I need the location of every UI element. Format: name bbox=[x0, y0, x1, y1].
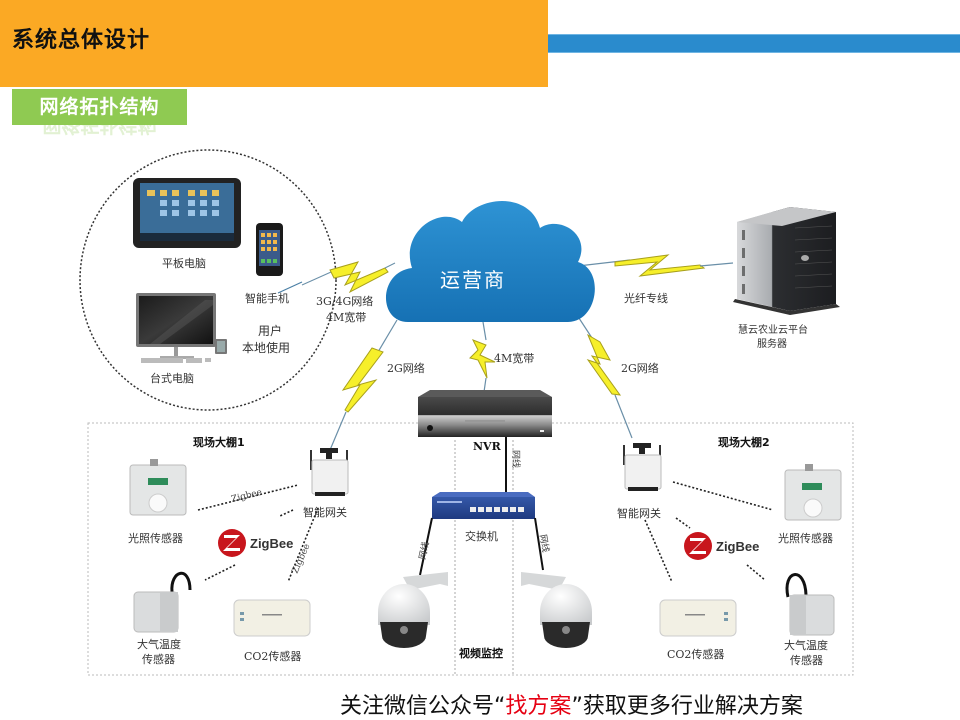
section-title: 网络拓扑结构 bbox=[39, 96, 160, 118]
user-zone-boundary bbox=[79, 149, 337, 411]
zigbee-logo-icon: ZigBee bbox=[218, 529, 293, 557]
co2-sensor1-label: CO2传感器 bbox=[244, 650, 302, 663]
greenhouse2-title: 现场大棚2 bbox=[718, 436, 770, 449]
ptz-camera-icon bbox=[521, 572, 592, 648]
gateway1-label: 智能网关 bbox=[303, 506, 347, 519]
air-temp-sensor1-label-2: 传感器 bbox=[142, 653, 175, 666]
carrier-cloud bbox=[385, 201, 595, 322]
link-label-4m: 4M宽带 bbox=[494, 352, 535, 365]
server-label: 慧云农业云平台 bbox=[738, 325, 808, 336]
video-surveillance-title: 视频监控 bbox=[459, 647, 503, 660]
light-sensor-icon bbox=[784, 464, 842, 521]
footer-promo: 关注微信公众号“找方案”获取更多行业解决方案 bbox=[340, 688, 803, 720]
link-cloud-gateway1 bbox=[329, 319, 398, 451]
link-label-3g4g: 3G/4G网络 bbox=[316, 295, 374, 308]
desktop-label: 台式电脑 bbox=[150, 372, 194, 385]
footer-prefix: 关注微信公众号 bbox=[340, 694, 495, 719]
svg-text:ZigBee: ZigBee bbox=[716, 539, 759, 554]
smartphone-label: 智能手机 bbox=[245, 292, 289, 305]
co2-sensor2-label: CO2传感器 bbox=[667, 648, 725, 661]
network-cable-label: 网线 bbox=[537, 533, 552, 553]
footer-close-quote: ” bbox=[571, 694, 583, 719]
user-zone-caption-2: 本地使用 bbox=[242, 341, 291, 355]
wireless-bolt-icon bbox=[469, 339, 496, 379]
network-cable-label: 网线 bbox=[510, 450, 522, 468]
air-temperature-sensor-icon bbox=[785, 573, 835, 636]
svg-text:ZigBee: ZigBee bbox=[250, 536, 293, 551]
greenhouse1-title: 现场大棚1 bbox=[193, 436, 245, 449]
zigbee-links-greenhouse1 bbox=[197, 484, 319, 583]
smart-gateway-icon bbox=[623, 443, 662, 491]
link-label-2g-right: 2G网络 bbox=[621, 362, 659, 375]
desktop-computer-icon bbox=[136, 293, 227, 363]
footer-suffix: 获取更多行业解决方案 bbox=[582, 694, 803, 719]
wireless-bolt-icon bbox=[614, 254, 706, 277]
zigbee-link-label: Zigbee bbox=[291, 543, 313, 576]
tablet-label: 平板电脑 bbox=[162, 257, 206, 270]
air-temp-sensor1-label: 大气温度 bbox=[137, 638, 181, 651]
carrier-label: 运营商 bbox=[440, 268, 506, 292]
switch-camera2-cable bbox=[534, 517, 544, 571]
footer-open-quote: “ bbox=[494, 694, 506, 719]
zigbee-link-label: Zigbee bbox=[230, 488, 263, 505]
nvr-label: NVR bbox=[473, 440, 501, 453]
page-title: 系统总体设计 bbox=[12, 28, 151, 53]
co2-sensor-icon bbox=[233, 599, 311, 637]
gateway2-label: 智能网关 bbox=[617, 507, 661, 520]
wireless-bolt-icon bbox=[329, 261, 389, 294]
link-label-broadband: 4M宽带 bbox=[326, 311, 367, 324]
ptz-camera-icon bbox=[378, 572, 448, 648]
nvr-device-icon bbox=[418, 390, 552, 437]
footer-highlight: 找方案 bbox=[505, 694, 572, 719]
smartphone-icon bbox=[256, 223, 283, 276]
header-banner bbox=[0, 0, 548, 87]
header-accent-bar bbox=[548, 34, 960, 53]
link-label-2g-left: 2G网络 bbox=[387, 362, 425, 375]
switch-label: 交换机 bbox=[465, 530, 498, 543]
smart-gateway-icon bbox=[310, 448, 349, 496]
tablet-icon bbox=[133, 178, 241, 248]
field-area-boundary bbox=[87, 422, 854, 676]
co2-sensor-icon bbox=[659, 599, 737, 637]
section-tag: 网络拓扑结构 bbox=[12, 89, 187, 125]
zigbee-logo-icon: ZigBee bbox=[684, 532, 759, 560]
user-zone-caption: 用户 bbox=[258, 324, 283, 338]
cloud-server-icon bbox=[733, 207, 840, 315]
switch-camera1-cable bbox=[419, 517, 433, 576]
air-temperature-sensor-icon bbox=[133, 571, 192, 633]
link-user-cloud bbox=[301, 261, 396, 294]
air-temp-sensor2-label-2: 传感器 bbox=[790, 654, 823, 667]
wireless-bolt-icon bbox=[586, 333, 622, 396]
light-sensor-icon bbox=[129, 459, 187, 516]
wireless-bolt-icon bbox=[341, 347, 384, 413]
link-cloud-server bbox=[577, 254, 734, 277]
network-cable-label: 网线 bbox=[416, 541, 431, 561]
link-cloud-nvr bbox=[469, 321, 496, 393]
zigbee-links-greenhouse2 bbox=[644, 481, 774, 583]
server-label-2: 服务器 bbox=[757, 339, 787, 350]
light-sensor2-label: 光照传感器 bbox=[778, 532, 833, 545]
air-temp-sensor2-label: 大气温度 bbox=[784, 639, 828, 652]
network-switch-icon bbox=[432, 492, 535, 519]
link-label-fiber: 光纤专线 bbox=[624, 292, 668, 305]
light-sensor1-label: 光照传感器 bbox=[128, 532, 183, 545]
